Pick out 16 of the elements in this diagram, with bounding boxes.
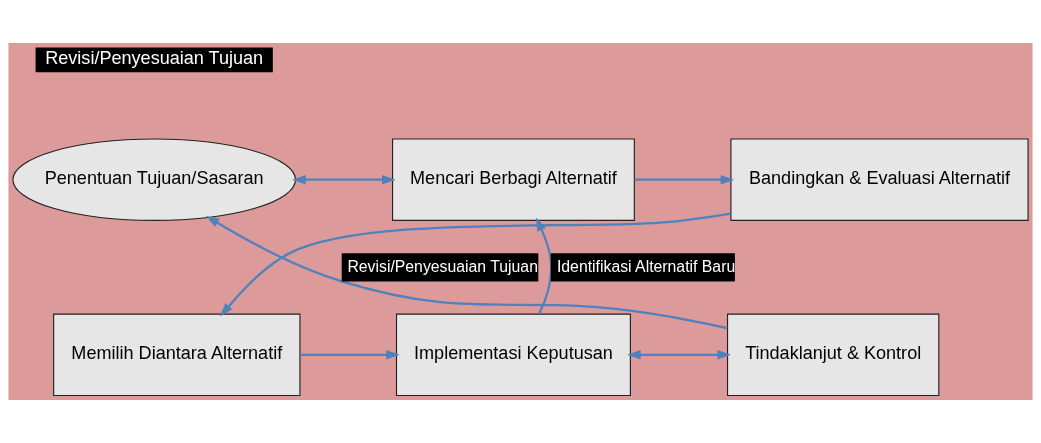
node-box: Bandingkan & Evaluasi Alternatif — [730, 138, 1029, 221]
arrow — [300, 350, 400, 360]
arrow — [292, 174, 396, 185]
node-box: Mencari Berbagi Alternatif — [392, 138, 635, 221]
node-box: Tindaklanjut & Kontrol — [726, 313, 940, 397]
edge-label: Revisi/Penyesuaian Tujuan — [347, 258, 538, 275]
node-ellipse: Penentuan Tujuan/Sasaran — [12, 138, 297, 221]
arrow — [205, 215, 728, 330]
node-box: Memilih Diantara Alternatif — [53, 313, 301, 397]
label: Revisi/Penyesuaian Tujuan — [45, 48, 264, 69]
node-box: Implementasi Keputusan — [395, 313, 631, 397]
arrow — [220, 212, 731, 317]
edge-label: Identifikasi Alternatif Baru — [556, 258, 736, 275]
arrow — [535, 217, 553, 315]
arrow — [627, 350, 731, 360]
arrow — [634, 174, 735, 185]
